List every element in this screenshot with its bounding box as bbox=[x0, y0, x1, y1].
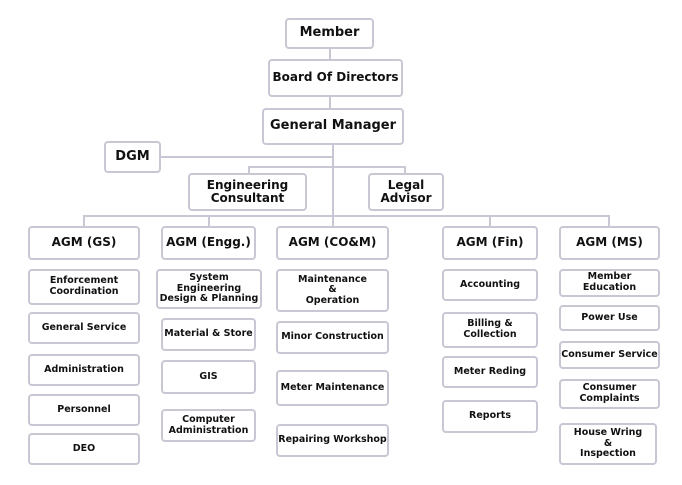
node-general-manager: General Manager bbox=[262, 108, 404, 145]
node-legal-advisor: Legal Advisor bbox=[368, 173, 444, 211]
connector-dept-fin bbox=[489, 215, 491, 227]
dept-com: AGM (CO&M) bbox=[276, 226, 389, 260]
item-house-wiring-inspection: House Wring & Inspection bbox=[559, 423, 657, 465]
connector-departments-bar bbox=[83, 215, 610, 217]
connector-dept-ms bbox=[608, 215, 610, 227]
item-consumer-service: Consumer Service bbox=[559, 341, 660, 369]
item-consumer-complaints: Consumer Complaints bbox=[559, 379, 660, 409]
node-member: Member bbox=[285, 18, 374, 49]
item-member-education: Member Education bbox=[559, 269, 660, 297]
item-deo: DEO bbox=[28, 433, 140, 465]
node-dgm: DGM bbox=[104, 141, 161, 173]
item-maintenance-operation: Maintenance & Operation bbox=[276, 269, 389, 312]
item-personnel: Personnel bbox=[28, 394, 140, 426]
connector-dept-engg bbox=[208, 215, 210, 227]
connector-engineering-consultant bbox=[248, 166, 250, 174]
connector-legal-advisor bbox=[404, 166, 406, 174]
connector-member-board bbox=[329, 48, 331, 60]
item-general-service: General Service bbox=[28, 312, 140, 344]
connector-advisors-bar bbox=[248, 166, 406, 168]
item-material-store: Material & Store bbox=[161, 318, 256, 351]
item-repairing-workshop: Repairing Workshop bbox=[276, 424, 389, 457]
connector-dept-com bbox=[332, 215, 334, 227]
item-gis: GIS bbox=[161, 360, 256, 394]
connector-dgm bbox=[161, 156, 332, 158]
connector-dept-gs bbox=[83, 215, 85, 227]
node-board-of-directors: Board Of Directors bbox=[268, 59, 403, 97]
item-meter-maintenance: Meter Maintenance bbox=[276, 370, 389, 406]
connector-board-gm bbox=[329, 96, 331, 109]
item-enforcement-coordination: Enforcement Coordination bbox=[28, 269, 140, 305]
item-reports: Reports bbox=[442, 400, 538, 433]
item-minor-construction: Minor Construction bbox=[276, 321, 389, 354]
dept-fin: AGM (Fin) bbox=[442, 226, 538, 260]
node-engineering-consultant: Engineering Consultant bbox=[188, 173, 307, 211]
item-accounting: Accounting bbox=[442, 269, 538, 301]
item-system-engineering: System Engineering Design & Planning bbox=[156, 269, 262, 309]
connector-gm-trunk bbox=[332, 144, 334, 216]
dept-engg: AGM (Engg.) bbox=[161, 226, 256, 260]
item-power-use: Power Use bbox=[559, 305, 660, 331]
item-billing-collection: Billing & Collection bbox=[442, 312, 538, 348]
item-administration: Administration bbox=[28, 354, 140, 386]
dept-gs: AGM (GS) bbox=[28, 226, 140, 260]
item-meter-reding: Meter Reding bbox=[442, 356, 538, 388]
item-computer-administration: Computer Administration bbox=[161, 409, 256, 442]
dept-ms: AGM (MS) bbox=[559, 226, 660, 260]
